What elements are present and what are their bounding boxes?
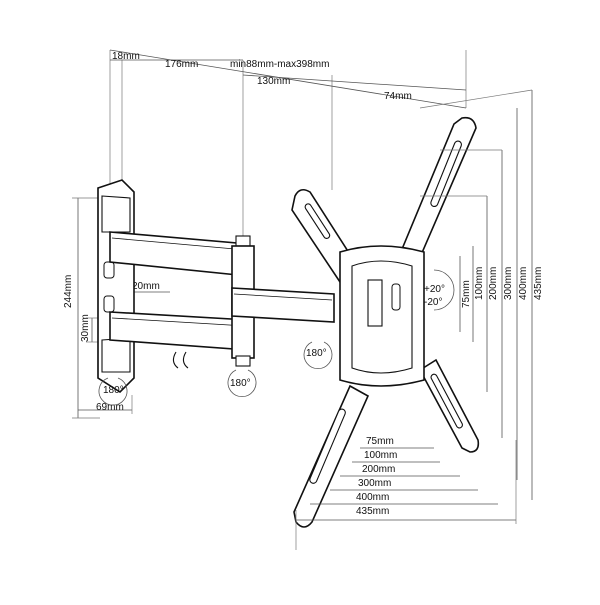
vdim-100: 100mm: [474, 267, 485, 300]
dim-18mm: 18mm: [112, 51, 140, 62]
vertical-dimensions: 75mm 100mm 200mm 300mm 400mm 435mm: [419, 89, 544, 500]
tilt-up: +20°: [424, 284, 445, 295]
dim-130mm: 130mm: [257, 76, 290, 87]
dim-176mm: 176mm: [165, 59, 198, 70]
svg-text:180°: 180°: [230, 378, 251, 389]
hdim-200: 200mm: [362, 464, 395, 475]
rotation-head: 180°: [303, 341, 333, 369]
vesa-arm-lower-right: [418, 358, 480, 453]
rotation-wall: 180°: [98, 377, 128, 406]
hdim-75: 75mm: [366, 436, 394, 447]
tilt-down: -20°: [424, 297, 442, 308]
vdim-75: 75mm: [461, 280, 472, 308]
vesa-arm-upper-right: [398, 116, 477, 264]
dim-20mm: 20mm: [132, 281, 160, 292]
hdim-435: 435mm: [356, 506, 389, 517]
dim-range: min88mm-max398mm: [230, 59, 329, 70]
vesa-center-plate: [339, 245, 425, 387]
vdim-300: 300mm: [503, 267, 514, 300]
hdim-400: 400mm: [356, 492, 389, 503]
dim-244mm: 244mm: [63, 275, 74, 308]
wall-plate: [97, 179, 135, 394]
dim-69mm: 69mm: [96, 402, 124, 413]
horizontal-dimensions: 75mm 100mm 200mm 300mm 400mm 435mm: [295, 436, 517, 550]
dim-74mm: 74mm: [384, 91, 412, 102]
top-dimensions: 18mm 176mm min88mm-max398mm 130mm 74mm: [109, 49, 467, 238]
tv-bracket: [291, 116, 480, 528]
articulating-arms: [109, 231, 335, 369]
vdim-435: 435mm: [533, 267, 544, 300]
tilt-indicator: +20° -20°: [424, 269, 455, 311]
dim-30mm: 30mm: [80, 314, 91, 342]
hdim-300: 300mm: [358, 478, 391, 489]
rotation-markers: 180° 180° 180°: [98, 341, 333, 406]
vdim-400: 400mm: [518, 267, 529, 300]
svg-text:180°: 180°: [103, 385, 124, 396]
vdim-200: 200mm: [488, 267, 499, 300]
hdim-100: 100mm: [364, 450, 397, 461]
svg-text:180°: 180°: [306, 348, 327, 359]
rotation-arm: 180°: [227, 369, 257, 397]
